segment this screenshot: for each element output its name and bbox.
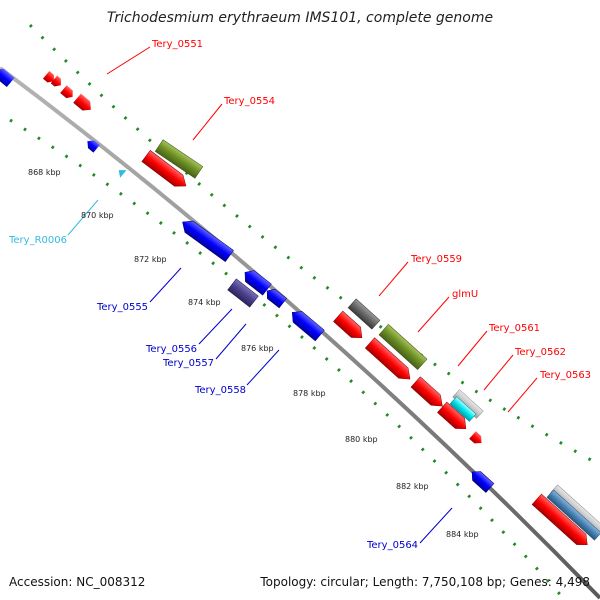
- feature-tery-0564: [471, 471, 495, 493]
- leader-glmu: [417, 296, 450, 333]
- label-tery-0564[interactable]: Tery_0564: [366, 540, 418, 551]
- tick-label-872: 872 kbp: [134, 255, 167, 264]
- feature-edge-steel: [546, 489, 600, 541]
- feature-tery-0562: [437, 401, 467, 429]
- feature-edge-blue: [0, 68, 15, 88]
- feature-tery-0557: [266, 288, 287, 309]
- tick-label-884: 884 kbp: [446, 530, 479, 539]
- feature-tery-0554-green: [154, 139, 204, 179]
- leader-tery-0562: [483, 354, 514, 391]
- leader-tery-r0006: [67, 199, 99, 236]
- leader-tery-0557: [215, 323, 247, 360]
- feature-tery-0553: [73, 93, 91, 111]
- label-tery-0558[interactable]: Tery_0558: [194, 385, 246, 396]
- leader-tery-0556: [198, 308, 233, 345]
- leader-tery-0554: [192, 103, 223, 141]
- feature-tery-0562-cyan: [449, 396, 477, 422]
- label-tery-0559[interactable]: Tery_0559: [410, 254, 462, 265]
- label-tery-0557[interactable]: Tery_0557: [162, 358, 214, 369]
- feature-tery-0559: [333, 310, 363, 338]
- tick-label-868: 868 kbp: [28, 168, 61, 177]
- tick-label-878: 878 kbp: [293, 389, 326, 398]
- dotted-track-outer: [28, 23, 600, 467]
- leader-tery-0551: [106, 46, 151, 75]
- label-tery-0561[interactable]: Tery_0561: [488, 323, 540, 334]
- label-tery-0562[interactable]: Tery_0562: [514, 347, 566, 358]
- dotted-track-inner: [9, 118, 567, 600]
- map-title: Trichodesmium erythraeum IMS101, complet…: [107, 10, 493, 26]
- feature-edge-red: [531, 493, 588, 546]
- label-tery-0563[interactable]: Tery_0563: [539, 370, 591, 381]
- feature-tery-0563: [469, 431, 482, 444]
- feature-tery-0554b: [87, 140, 100, 153]
- leader-tery-0555: [149, 267, 182, 303]
- label-tery-0551[interactable]: Tery_0551: [151, 39, 203, 50]
- label-tery-0556[interactable]: Tery_0556: [145, 344, 197, 355]
- label-tery-0555[interactable]: Tery_0555: [96, 302, 148, 313]
- feature-tery-0561: [410, 376, 443, 407]
- tick-label-880: 880 kbp: [345, 435, 378, 444]
- feature-tery-0558: [291, 311, 325, 342]
- feature-tery-0551-part-a: [42, 70, 54, 83]
- tick-label-874: 874 kbp: [188, 298, 221, 307]
- feature-tery-0555: [182, 220, 234, 263]
- leader-tery-0564: [419, 507, 453, 544]
- feature-tery-0556: [244, 270, 272, 296]
- feature-tery-0559-gray: [347, 298, 381, 330]
- leader-tery-0561: [457, 330, 488, 367]
- tick-label-882: 882 kbp: [396, 482, 429, 491]
- label-tery-r0006[interactable]: Tery_R0006: [8, 235, 67, 246]
- feature-tery-r0006: [118, 170, 127, 178]
- tick-label-870: 870 kbp: [81, 211, 114, 220]
- label-tery-0554[interactable]: Tery_0554: [223, 96, 275, 107]
- footer-accession: Accession: NC_008312: [9, 575, 145, 589]
- feature-tery-0552: [60, 85, 73, 99]
- leader-tery-0558: [246, 349, 280, 386]
- feature-glmu: [364, 337, 411, 380]
- leader-tery-0563: [507, 377, 538, 413]
- leader-tery-0559: [378, 261, 409, 297]
- tick-label-876: 876 kbp: [241, 344, 274, 353]
- feature-tery-0554: [141, 150, 187, 187]
- feature-glmu-green: [378, 324, 428, 370]
- feature-tery-0556-purple: [227, 278, 259, 308]
- footer-summary: Topology: circular; Length: 7,750,108 bp…: [259, 575, 590, 589]
- label-glmu[interactable]: glmU: [452, 289, 478, 300]
- feature-tery-0551-part-b: [50, 75, 61, 87]
